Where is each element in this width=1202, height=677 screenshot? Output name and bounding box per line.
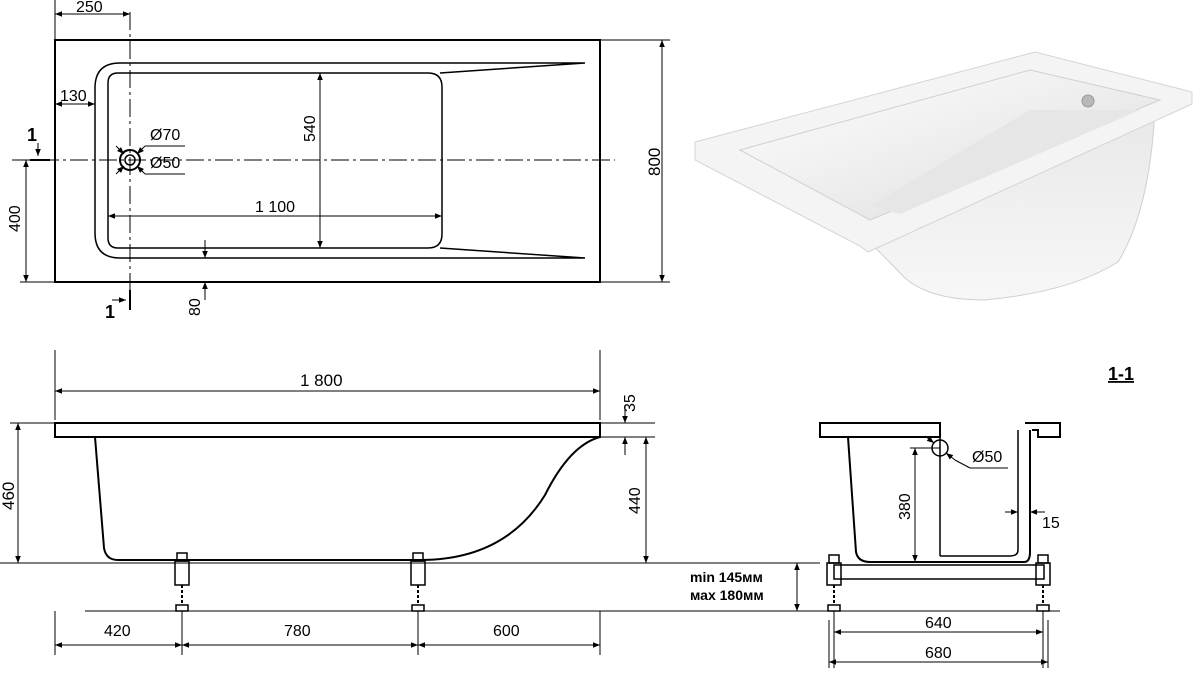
dim-600: 600 bbox=[493, 623, 520, 640]
plan-bowl-inner bbox=[107, 72, 443, 249]
section-rim-right bbox=[1025, 422, 1061, 438]
foot-right bbox=[410, 552, 426, 612]
dim-780: 780 bbox=[284, 623, 311, 640]
side-tub-profile bbox=[94, 436, 601, 561]
section-drain-label: Ø50 bbox=[972, 449, 1002, 466]
section-title: 1-1 bbox=[1108, 364, 1134, 384]
dim-680: 680 bbox=[925, 645, 952, 662]
dim-540: 540 bbox=[302, 115, 319, 142]
section-base-frame bbox=[833, 564, 1045, 580]
dim-1800: 1 800 bbox=[300, 371, 343, 390]
section-tub-inner bbox=[940, 430, 1019, 557]
section-rim bbox=[819, 422, 941, 438]
dim-1100: 1 100 bbox=[255, 199, 295, 216]
section-tub-outer bbox=[847, 430, 1031, 563]
leg-min-label: min 145мм bbox=[690, 569, 763, 585]
dim-440: 440 bbox=[627, 487, 644, 514]
dim-80: 80 bbox=[187, 298, 204, 316]
overflow-diameter-label: Ø70 bbox=[150, 127, 180, 144]
drain-diameter-label: Ø50 bbox=[150, 155, 180, 172]
section-foot-right bbox=[1035, 554, 1051, 612]
plan-view: Ø70 Ø50 250 130 1 400 1 540 1 100 80 bbox=[7, 0, 670, 322]
drain-inner bbox=[124, 154, 136, 166]
section-mark-left: 1 bbox=[27, 125, 37, 145]
section-mark-bottom: 1 bbox=[105, 302, 115, 322]
dim-15: 15 bbox=[1042, 515, 1060, 532]
tub-inner-floor bbox=[870, 110, 1140, 214]
dim-250: 250 bbox=[76, 0, 103, 16]
dim-640: 640 bbox=[925, 615, 952, 632]
section-view: 1-1 Ø50 380 bbox=[819, 364, 1134, 668]
section-foot-left bbox=[826, 554, 842, 612]
leg-max-label: мах 180мм bbox=[690, 587, 764, 603]
bathtub-photo bbox=[694, 51, 1193, 301]
plan-rim-outer bbox=[94, 62, 586, 259]
dim-130: 130 bbox=[60, 88, 87, 105]
drain-outer bbox=[119, 149, 141, 171]
tub-body bbox=[859, 107, 1156, 301]
side-rim bbox=[54, 422, 601, 438]
dim-460: 460 bbox=[0, 482, 18, 510]
dim-420: 420 bbox=[104, 623, 131, 640]
dim-800: 800 bbox=[645, 148, 664, 176]
foot-left bbox=[174, 552, 190, 612]
side-view: 1 800 35 460 440 420 780 600 min 145мм м… bbox=[0, 350, 1060, 655]
dim-380: 380 bbox=[897, 493, 914, 520]
tub-inner-basin bbox=[738, 69, 1162, 221]
tub-overflow-hole bbox=[1081, 94, 1095, 108]
dim-400: 400 bbox=[7, 205, 24, 232]
plan-outline bbox=[54, 39, 601, 283]
dim-35: 35 bbox=[622, 394, 639, 412]
